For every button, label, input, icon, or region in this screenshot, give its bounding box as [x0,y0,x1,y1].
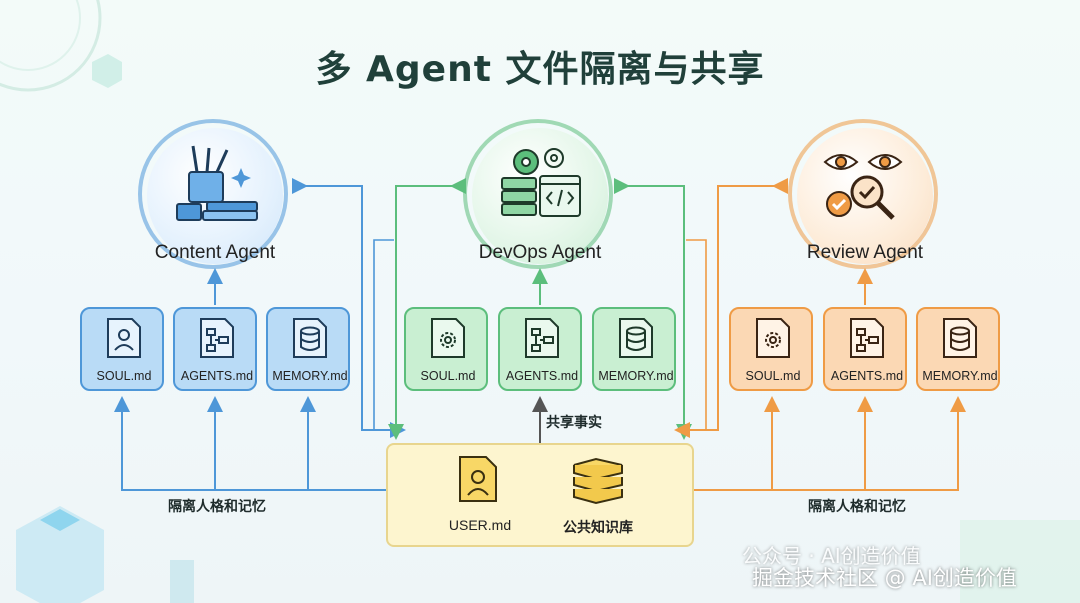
gears-server-code-icon [501,148,581,217]
devops-agent-name: DevOps Agent [478,242,602,263]
flowchart-file-icon [525,318,559,358]
watermark-line-2: 掘金技术社区 @ AI创造价值 [752,566,1017,590]
file-label: MEMORY.md [272,369,348,383]
isolation-label-right: 隔离人格和记忆 [808,499,906,515]
devops-memory-file[interactable]: MEMORY.md [592,307,676,391]
gear-file-icon [431,318,465,358]
eyes-magnifier-check-icon [823,154,903,220]
database-file-icon [293,318,327,358]
file-label: MEMORY.md [922,369,998,383]
books-stack-icon[interactable] [568,455,628,505]
content-agent-node[interactable] [138,119,288,269]
review-agent-node[interactable] [788,119,938,269]
database-file-icon [619,318,653,358]
content-agent-name: Content Agent [154,242,276,263]
file-label: SOUL.md [420,369,476,383]
file-label: AGENTS.md [180,369,254,383]
shared-facts-label: 共享事实 [546,415,602,431]
flowchart-file-icon [850,318,884,358]
pencil-cup-books-icon [176,145,258,221]
file-label: MEMORY.md [598,369,674,383]
watermark-line-1: 公众号 · AI创造价值 [742,544,921,568]
file-label: AGENTS.md [505,369,579,383]
page-title: 多 Agent 文件隔离与共享 [315,49,765,90]
content-soul-file[interactable]: SOUL.md [80,307,164,391]
isolation-label-left: 隔离人格和记忆 [168,499,266,515]
file-label: AGENTS.md [830,369,904,383]
review-agents-file[interactable]: AGENTS.md [823,307,907,391]
review-soul-file[interactable]: SOUL.md [729,307,813,391]
content-memory-file[interactable]: MEMORY.md [266,307,350,391]
flowchart-file-icon [200,318,234,358]
review-memory-file[interactable]: MEMORY.md [916,307,1000,391]
user-file-label: USER.md [448,517,512,533]
devops-agents-file[interactable]: AGENTS.md [498,307,582,391]
database-file-icon [943,318,977,358]
shared-resources-panel: USER.md 公共知识库 [386,443,694,547]
user-file-icon [107,318,141,358]
user-file-icon[interactable] [458,455,498,503]
content-agents-file[interactable]: AGENTS.md [173,307,257,391]
devops-soul-file[interactable]: SOUL.md [404,307,488,391]
gear-file-icon [756,318,790,358]
knowledge-base-label: 公共知识库 [563,520,633,536]
file-label: SOUL.md [96,369,152,383]
review-agent-name: Review Agent [806,242,924,263]
devops-agent-node[interactable] [463,119,613,269]
file-label: SOUL.md [745,369,801,383]
